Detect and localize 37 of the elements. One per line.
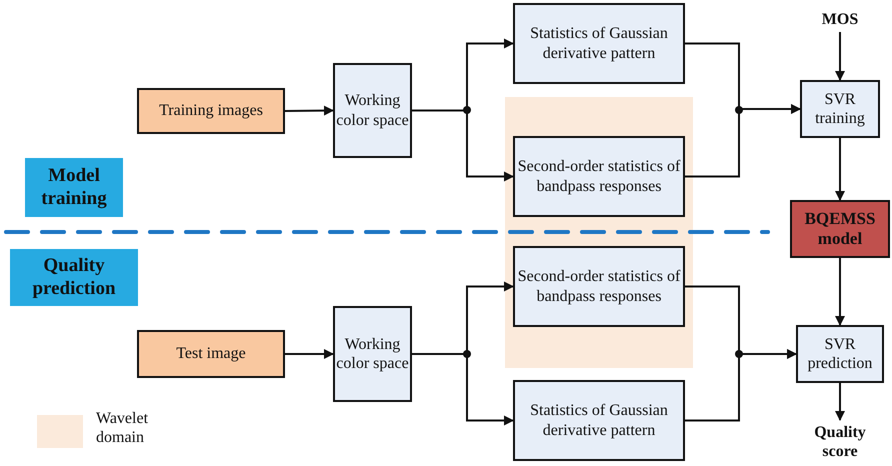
process-box <box>796 325 884 383</box>
box-label: Training images <box>159 101 263 121</box>
process-box <box>513 3 685 84</box>
process-box <box>333 63 412 158</box>
box-label: SVR prediction <box>806 334 874 374</box>
section-label <box>25 158 123 217</box>
model-box <box>790 200 890 258</box>
process-box <box>333 306 412 402</box>
input-box <box>137 88 285 134</box>
process-box <box>513 136 685 217</box>
arrow <box>835 138 845 201</box>
arrow <box>835 32 845 81</box>
output-label: Quality score <box>813 422 867 462</box>
box-label: Statistics of Gaussian derivative pattern <box>529 24 669 63</box>
box-label: Model training <box>40 164 108 210</box>
box-label: BQEMSS model <box>804 208 876 250</box>
process-box <box>513 246 685 327</box>
arrow <box>284 106 334 116</box>
arrow <box>835 383 845 421</box>
box-label: SVR training <box>814 90 866 128</box>
process-box <box>513 380 685 461</box>
arrow <box>685 104 801 178</box>
arrow <box>835 258 845 326</box>
input-box <box>137 330 285 378</box>
section-label <box>10 249 138 306</box>
arrow <box>285 349 334 359</box>
box-label: Quality prediction <box>31 254 117 300</box>
arrow <box>685 349 797 422</box>
legend-label: Wavelet domain <box>96 409 150 448</box>
box-label: Working color space <box>335 91 410 130</box>
box-label: Statistics of Gaussian derivative pattern <box>529 401 669 440</box>
box-label: Working color space <box>335 334 410 374</box>
box-label: Second-order statistics of bandpass responses <box>516 267 682 306</box>
process-box <box>800 80 880 138</box>
box-label: Second-order statistics of bandpass responses <box>516 157 682 196</box>
output-label: MOS <box>822 10 858 30</box>
box-label: Test image <box>176 344 246 364</box>
